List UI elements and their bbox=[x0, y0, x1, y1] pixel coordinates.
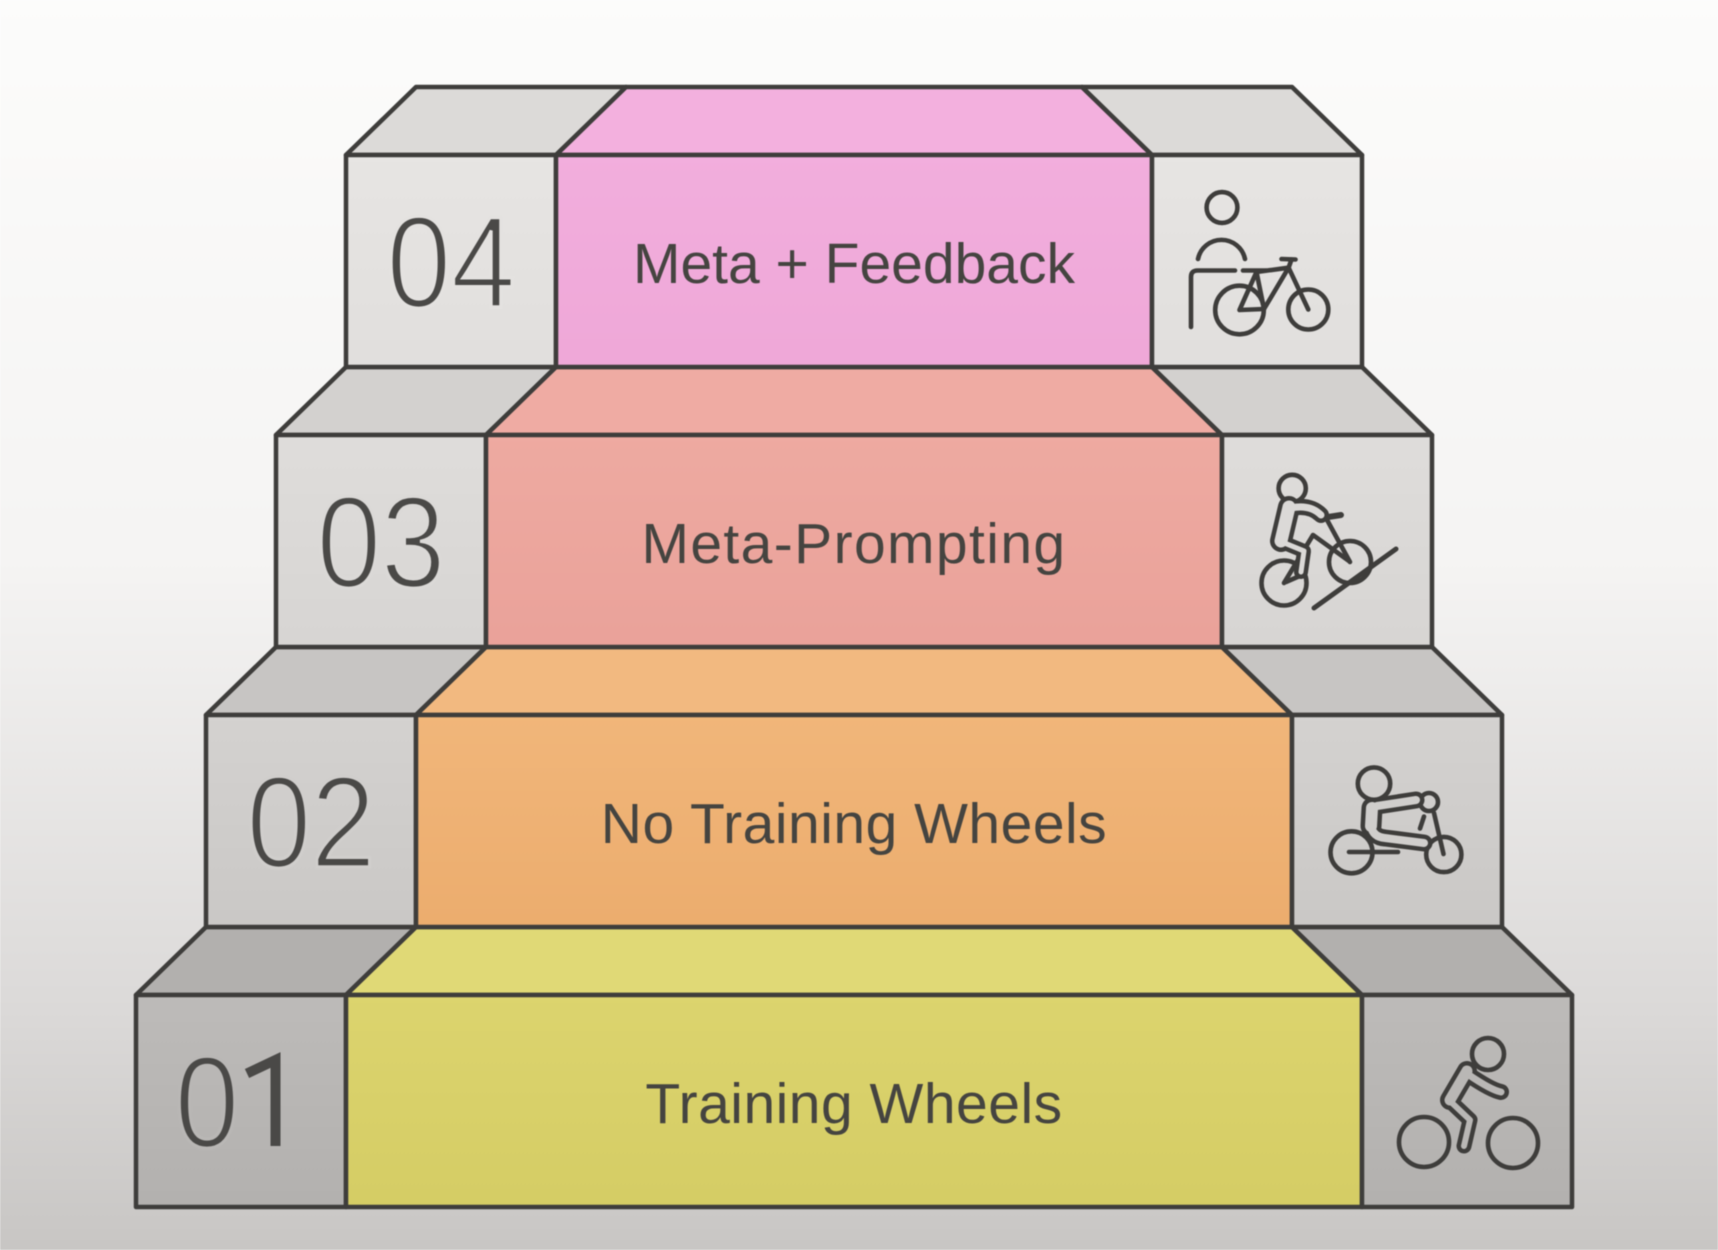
svg-text:02: 02 bbox=[247, 751, 376, 896]
svg-text:Training Wheels: Training Wheels bbox=[645, 1072, 1062, 1136]
svg-text:Meta + Feedback: Meta + Feedback bbox=[633, 232, 1076, 296]
svg-text:0: 0 bbox=[175, 1031, 239, 1176]
svg-text:03: 03 bbox=[317, 471, 446, 616]
svg-text:04: 04 bbox=[387, 191, 516, 336]
svg-text:No Training Wheels: No Training Wheels bbox=[601, 792, 1107, 856]
svg-text:Meta-Prompting: Meta-Prompting bbox=[641, 512, 1066, 576]
